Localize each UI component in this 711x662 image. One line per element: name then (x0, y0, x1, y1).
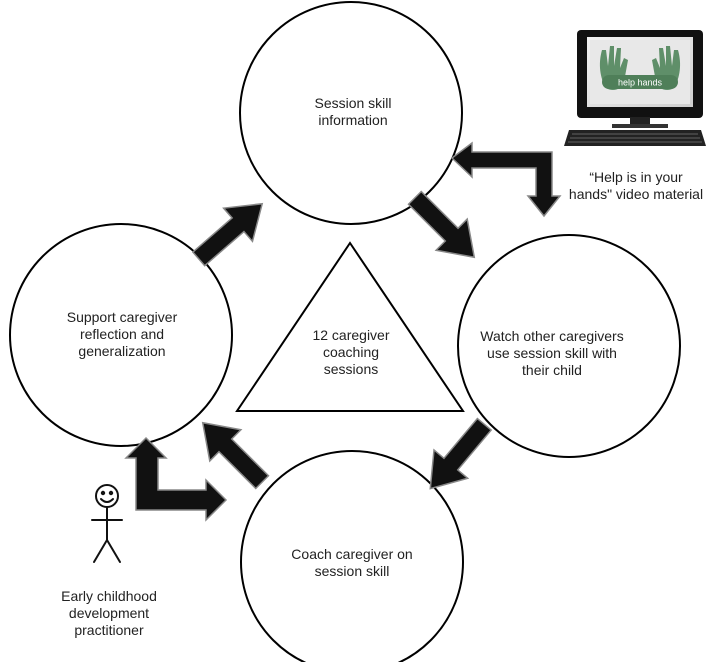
practitioner-elbow-arrow (124, 436, 228, 522)
node-session-info-circle (239, 1, 463, 225)
node-support-reflection-circle (9, 223, 233, 447)
arrow-left-to-top (191, 202, 264, 267)
node-session-info-label: Session skill information (314, 95, 392, 128)
arrow-bottom-to-left (201, 421, 270, 490)
arrow-top-to-right (407, 190, 476, 259)
video-laptop-icon: help hands (564, 30, 706, 146)
practitioner-stick-figure-icon (91, 484, 123, 563)
practitioner-caption: Early childhood development practitioner (61, 588, 157, 638)
center-triangle (235, 241, 465, 412)
node-watch-caregivers-circle (457, 234, 681, 458)
arrow-right-to-bottom (429, 417, 493, 490)
node-support-reflection-label: Support caregiver reflection and general… (66, 309, 178, 359)
video-material-caption: “Help is in your hands" video material (568, 169, 704, 202)
hands-logo-text: help hands (618, 78, 663, 88)
node-watch-caregivers-label: Watch other caregivers use session skill… (480, 328, 624, 378)
node-coach-caregiver-label: Coach caregiver on session skill (291, 546, 413, 579)
center-sessions-label: 12 caregiver coaching sessions (312, 327, 390, 377)
video-elbow-arrow (450, 141, 562, 218)
node-coach-caregiver-circle (240, 450, 464, 662)
